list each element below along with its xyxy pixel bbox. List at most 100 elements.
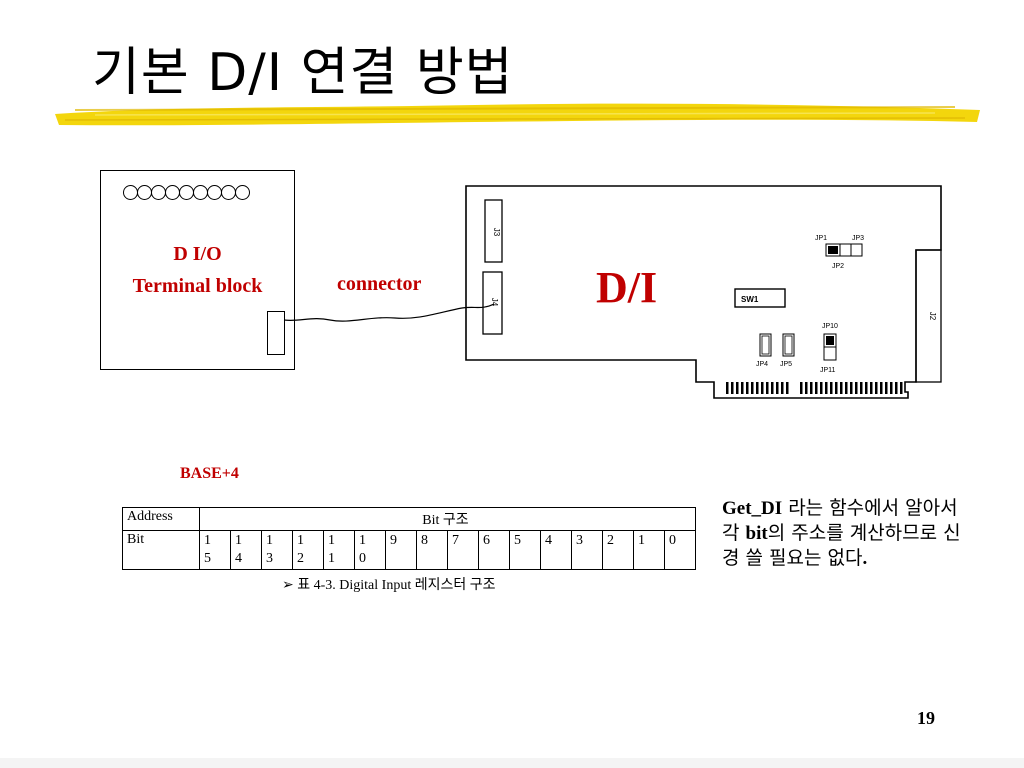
bit-cell: 8 — [416, 530, 448, 570]
bit-digit-top: 1 — [235, 533, 242, 548]
connector-finger — [870, 382, 873, 394]
bit-digit-bottom — [576, 550, 598, 568]
connector-finger — [845, 382, 848, 394]
bit-cell: 4 — [540, 530, 572, 570]
connector-finger — [731, 382, 734, 394]
bit-digit-top: 1 — [297, 533, 304, 548]
footer-bar — [0, 758, 1024, 768]
bit-cell: 1 — [633, 530, 665, 570]
connector-finger — [840, 382, 843, 394]
address-header: Address — [122, 507, 200, 531]
bit-digit-bottom — [421, 550, 443, 568]
connector-finger — [741, 382, 744, 394]
terminal-screws — [123, 185, 250, 200]
function-name: Get_DI — [722, 498, 783, 519]
connector-finger — [850, 382, 853, 394]
screw-icon — [235, 185, 250, 200]
connector-finger — [815, 382, 818, 394]
connector-finger — [810, 382, 813, 394]
bit-digit-bottom: 3 — [266, 551, 273, 566]
connector-finger — [800, 382, 803, 394]
connector-label: connector — [337, 273, 422, 295]
base-address-label: BASE+4 — [180, 465, 239, 482]
connector-finger — [875, 382, 878, 394]
bit-cell: 7 — [447, 530, 479, 570]
bit-digit-bottom — [545, 550, 567, 568]
connector-finger — [820, 382, 823, 394]
jp10-label: JP10 — [822, 323, 838, 330]
bit-digit-top: 3 — [576, 533, 583, 548]
slide-title: 기본 D/I 연결 방법 — [92, 43, 514, 103]
connector-finger — [830, 382, 833, 394]
bit-digit-bottom — [483, 550, 505, 568]
bit-digit-bottom: 0 — [359, 551, 366, 566]
connector-finger — [786, 382, 789, 394]
jp3-label: JP3 — [852, 235, 864, 242]
bit-digit-top: 1 — [266, 533, 273, 548]
edge-connector-fingers — [726, 382, 903, 394]
terminal-block-label-1: D I/O — [173, 243, 222, 265]
connector-finger — [771, 382, 774, 394]
bit-word: bit — [745, 523, 768, 544]
connector-finger — [880, 382, 883, 394]
bit-cell: 3 — [571, 530, 603, 570]
bit-digit-top: 2 — [607, 533, 614, 548]
bit-row-label: Bit — [122, 530, 200, 570]
connector-finger — [761, 382, 764, 394]
connector-finger — [736, 382, 739, 394]
bit-digit-bottom — [514, 550, 536, 568]
connector-finger — [835, 382, 838, 394]
connector-finger — [895, 382, 898, 394]
bit-digit-top: 0 — [669, 533, 676, 548]
j2-label: J2 — [928, 312, 937, 321]
bit-digit-bottom — [607, 550, 629, 568]
bit-digit-bottom — [638, 550, 660, 568]
connector-finger — [825, 382, 828, 394]
terminal-block-plug — [267, 311, 285, 355]
bit-digit-top: 1 — [638, 533, 645, 548]
jp4-label: JP4 — [756, 361, 768, 368]
connector-finger — [781, 382, 784, 394]
bit-cell: 9 — [385, 530, 417, 570]
table-header-row: Address Bit 구조 — [122, 507, 696, 531]
bit-digit-top: 8 — [421, 533, 428, 548]
jp1-label: JP1 — [815, 235, 827, 242]
connector-finger — [756, 382, 759, 394]
connector-finger — [805, 382, 808, 394]
table-caption: ➢ 표 4-3. Digital Input 레지스터 구조 — [282, 574, 496, 594]
di-card-label: D/I — [596, 263, 658, 312]
connector-finger — [766, 382, 769, 394]
bit-digit-bottom — [452, 550, 474, 568]
bit-digit-top: 1 — [204, 533, 211, 548]
connector-finger — [885, 382, 888, 394]
connector-finger — [890, 382, 893, 394]
bit-digit-bottom — [390, 550, 412, 568]
terminal-block: D I/O Terminal block — [100, 170, 295, 370]
connector-finger — [900, 382, 903, 394]
connector-finger — [726, 382, 729, 394]
jp11-label: JP11 — [820, 367, 836, 374]
bit-digit-top: 6 — [483, 533, 490, 548]
bit-digit-bottom: 5 — [204, 551, 211, 566]
bit-structure-header: Bit 구조 — [199, 507, 696, 531]
caption-bullet-icon: ➢ — [282, 578, 294, 593]
bit-cell: 6 — [478, 530, 510, 570]
bit-cell: 0 — [664, 530, 696, 570]
title-underline — [55, 103, 980, 126]
bit-digit-top: 5 — [514, 533, 521, 548]
bit-digit-bottom — [669, 550, 691, 568]
j3-label: J3 — [492, 228, 501, 237]
note-text-2: 의 주소를 계산하므로 신경 쓸 필요는 없다 — [722, 522, 961, 569]
connector-finger — [776, 382, 779, 394]
connector-finger — [746, 382, 749, 394]
note-text-1: 라는 함수에서 알아서 각 — [722, 497, 958, 544]
connector-finger — [865, 382, 868, 394]
